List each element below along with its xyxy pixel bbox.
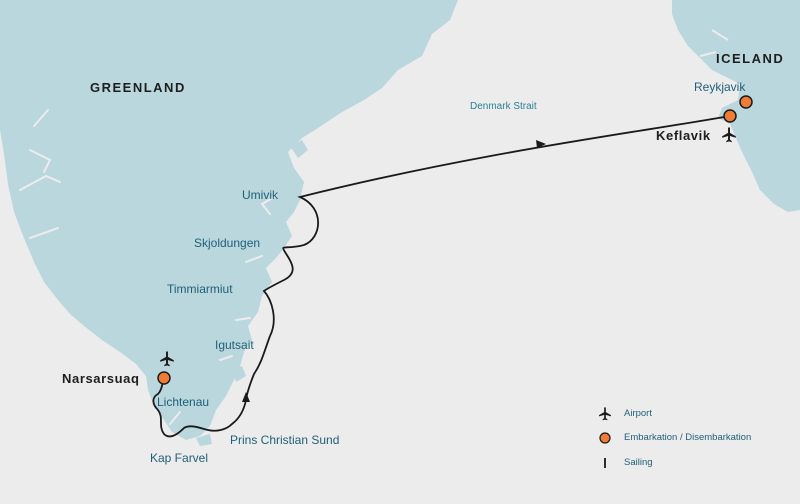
timmiarmiut-label: Timmiarmiut — [167, 282, 233, 296]
legend-embarkation-marker — [599, 432, 611, 444]
iceland-landmass — [672, 0, 800, 212]
legend-embarkation-label: Embarkation / Disembarkation — [624, 432, 752, 443]
legend-airport-label: Airport — [624, 408, 652, 419]
igutsait-label: Igutsait — [215, 338, 254, 352]
greenland-fjords — [19, 109, 277, 425]
reykjavik-label: Reykjavik — [694, 80, 746, 94]
legend-sailing-label: Sailing — [624, 457, 653, 468]
narsarsuaq-embarkation-marker — [157, 371, 171, 385]
reykjavik-embarkation-marker — [739, 95, 753, 109]
prins-christian-sund-label: Prins Christian Sund — [230, 433, 340, 447]
legend-airplane-icon — [599, 407, 611, 421]
keflavik-label: Keflavik — [656, 128, 711, 143]
skjoldungen-label: Skjoldungen — [194, 236, 261, 250]
greenland-landmass — [0, 0, 458, 440]
sailing-route — [152, 115, 731, 438]
keflavik-embarkation-marker — [723, 109, 737, 123]
route-arrow-south — [242, 392, 250, 402]
kap-farvel-label: Kap Farvel — [150, 451, 209, 465]
route-arrow-strait — [536, 140, 546, 148]
greenland-label: GREENLAND — [90, 80, 186, 95]
denmark-strait-label: Denmark Strait — [470, 101, 537, 112]
lichtenau-label: Lichtenau — [157, 395, 210, 409]
iceland-label: ICELAND — [716, 51, 785, 66]
narsarsuaq-label: Narsarsuaq — [62, 371, 140, 386]
iceland-fjords — [699, 29, 729, 57]
umivik-label: Umivik — [242, 188, 278, 202]
